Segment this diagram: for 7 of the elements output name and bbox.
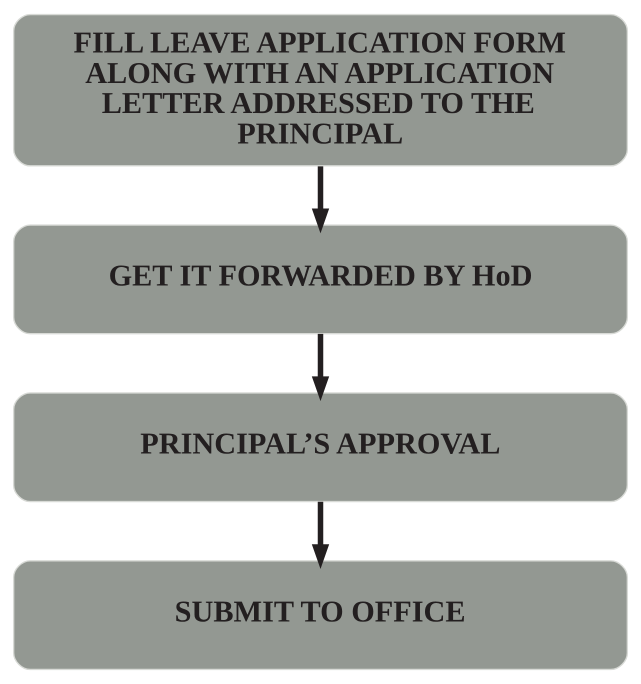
node-box: PRINCIPAL’S APPROVAL: [12, 392, 628, 502]
node-box: SUBMIT TO OFFICE: [12, 560, 628, 670]
arrow: [312, 166, 330, 234]
arrow: [312, 502, 330, 570]
arrow: [312, 334, 330, 402]
node-box: GET IT FORWARDED BY HoD: [12, 224, 628, 334]
node-box: FILL LEAVE APPLICATION FORM ALONG WITH AN APPLICATION LETTER ADDRESSED TO THE PRINCIPAL: [12, 14, 628, 167]
